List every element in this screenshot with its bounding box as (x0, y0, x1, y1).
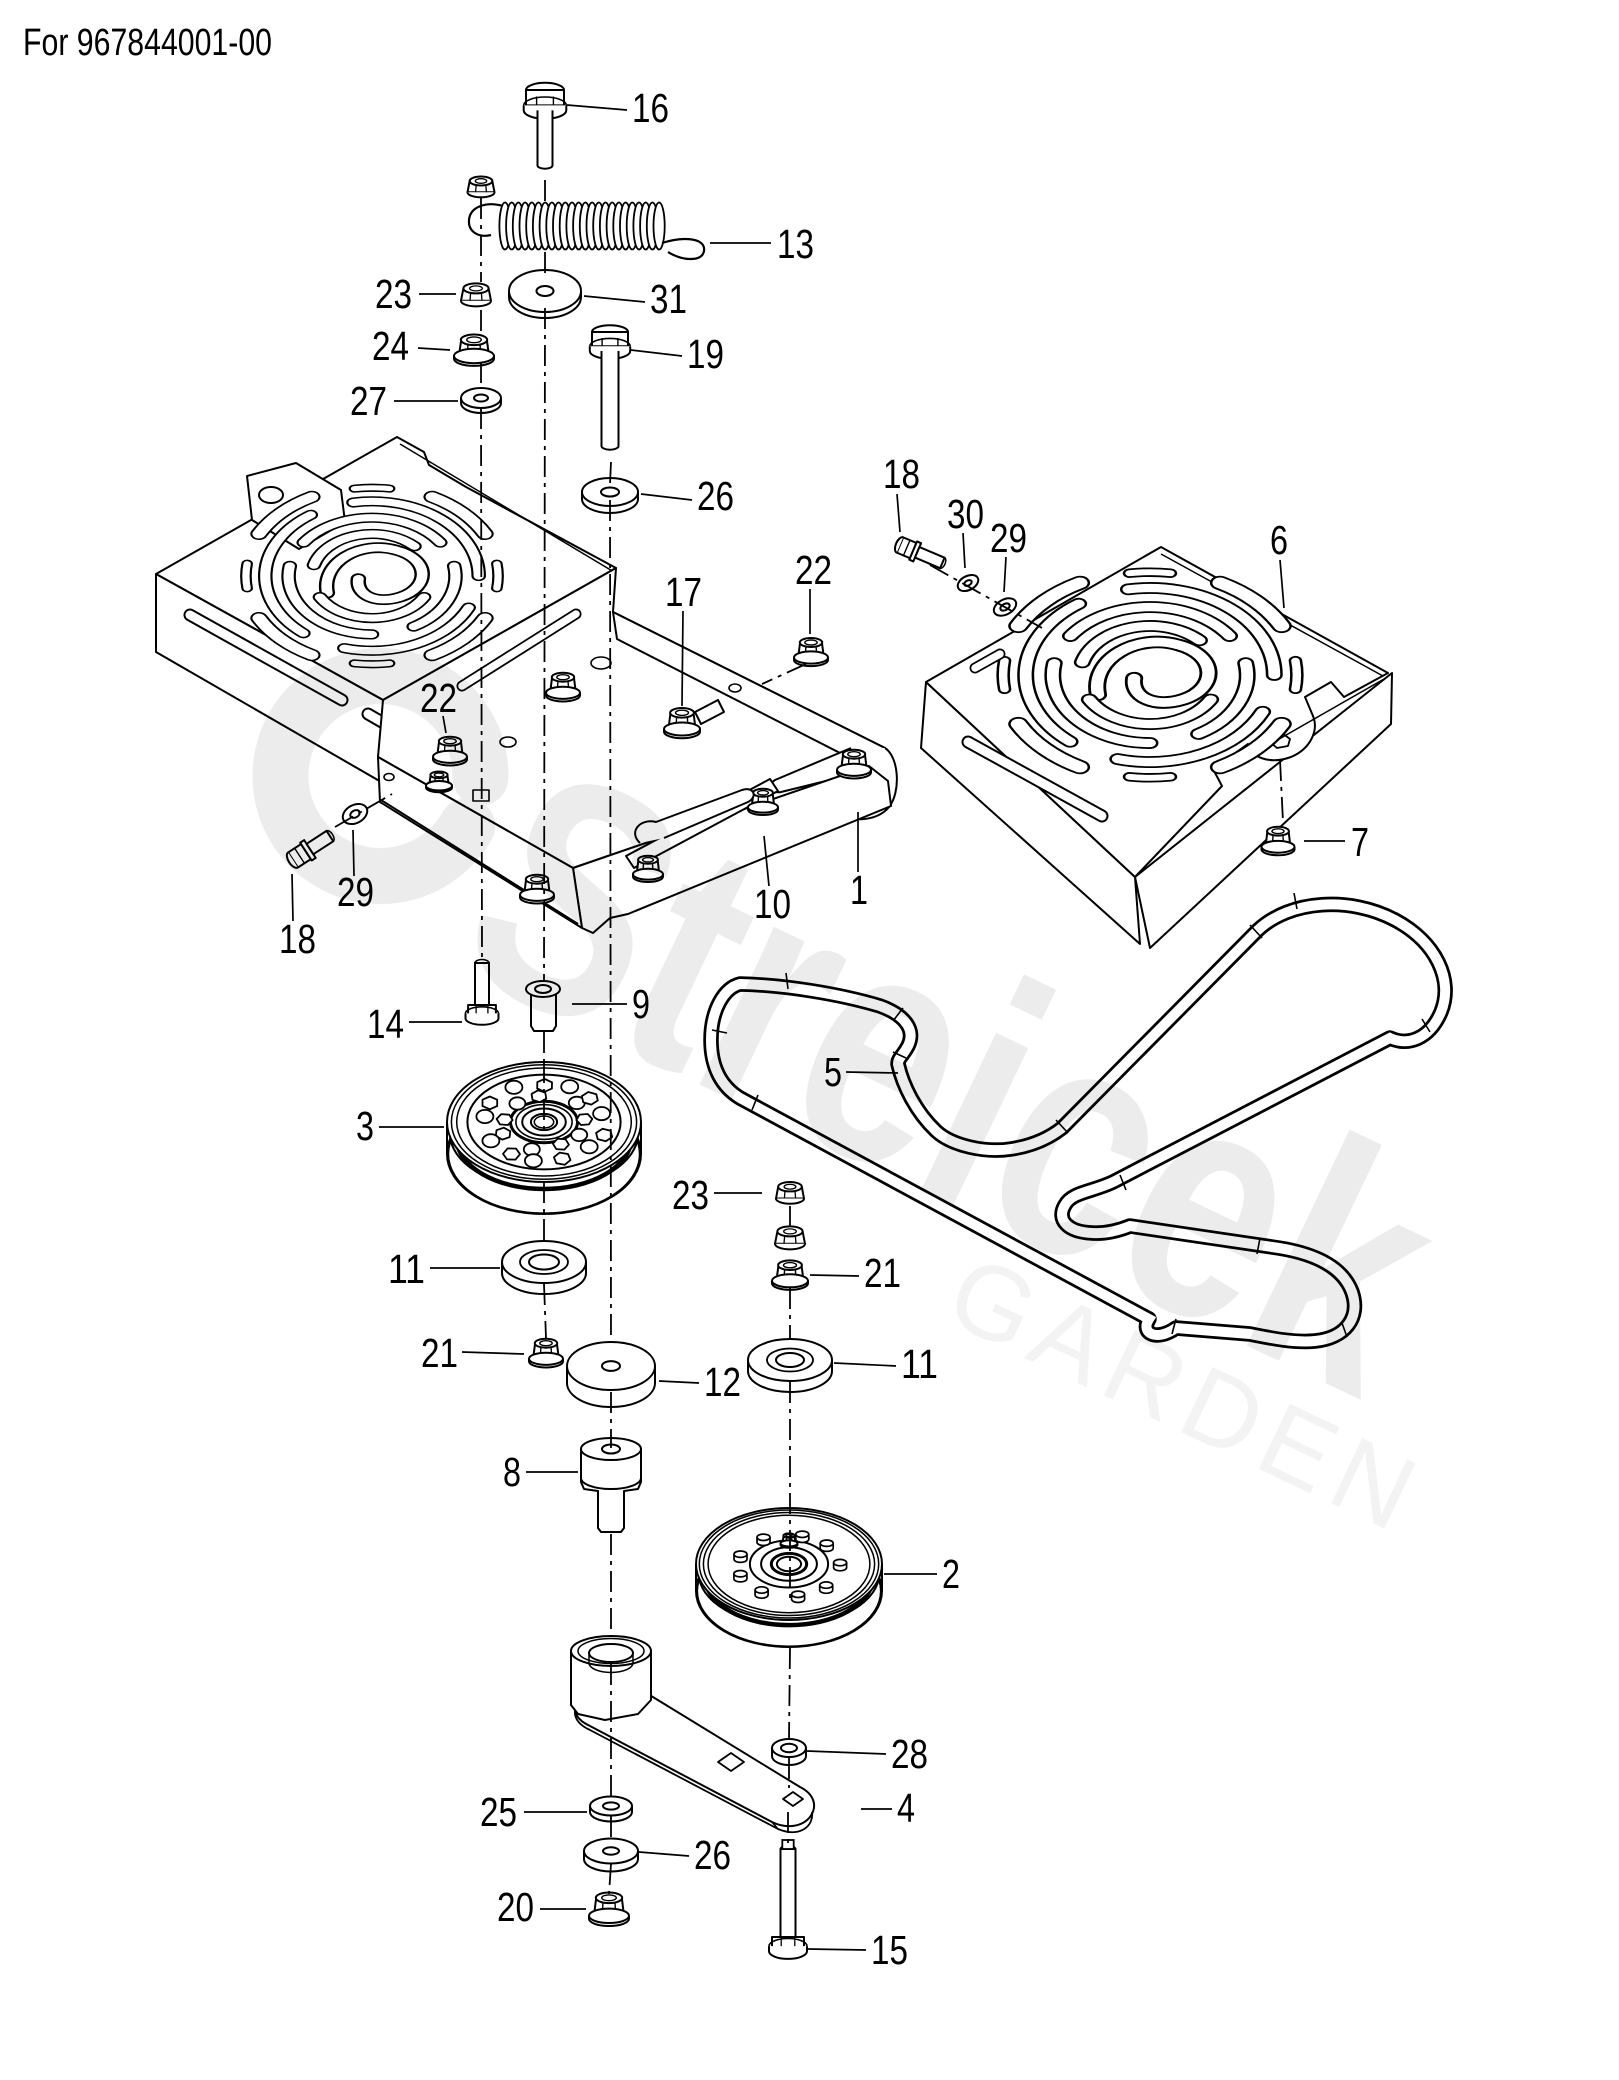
svg-text:31: 31 (650, 276, 687, 322)
svg-text:9: 9 (632, 981, 650, 1027)
svg-text:22: 22 (795, 547, 832, 593)
svg-text:19: 19 (687, 331, 724, 377)
svg-text:2: 2 (942, 1551, 960, 1597)
svg-text:28: 28 (891, 1731, 928, 1777)
svg-text:12: 12 (704, 1359, 741, 1405)
svg-text:26: 26 (694, 1832, 731, 1878)
svg-text:18: 18 (279, 916, 316, 962)
svg-text:14: 14 (367, 1001, 404, 1047)
svg-text:15: 15 (871, 1927, 908, 1973)
svg-text:21: 21 (864, 1250, 901, 1296)
svg-text:11: 11 (388, 1246, 425, 1292)
svg-text:23: 23 (672, 1172, 709, 1218)
svg-text:25: 25 (480, 1789, 517, 1835)
svg-text:30: 30 (947, 491, 984, 537)
svg-text:11: 11 (901, 1341, 938, 1387)
svg-text:18: 18 (883, 451, 920, 497)
svg-text:27: 27 (350, 378, 387, 424)
svg-text:16: 16 (632, 85, 669, 131)
svg-text:26: 26 (697, 473, 734, 519)
svg-text:1: 1 (850, 867, 868, 913)
svg-text:23: 23 (375, 271, 412, 317)
svg-text:29: 29 (990, 515, 1027, 561)
svg-text:10: 10 (754, 881, 791, 927)
svg-text:8: 8 (503, 1449, 521, 1495)
svg-text:13: 13 (777, 221, 814, 267)
svg-text:6: 6 (1270, 517, 1288, 563)
svg-text:For 967844001-00: For 967844001-00 (23, 22, 272, 64)
svg-text:4: 4 (897, 1785, 915, 1831)
svg-text:20: 20 (497, 1884, 534, 1930)
svg-text:21: 21 (421, 1330, 458, 1376)
svg-text:17: 17 (665, 569, 702, 615)
svg-text:3: 3 (356, 1103, 374, 1149)
svg-text:7: 7 (1351, 819, 1369, 865)
svg-text:5: 5 (824, 1049, 842, 1095)
svg-text:24: 24 (372, 323, 409, 369)
